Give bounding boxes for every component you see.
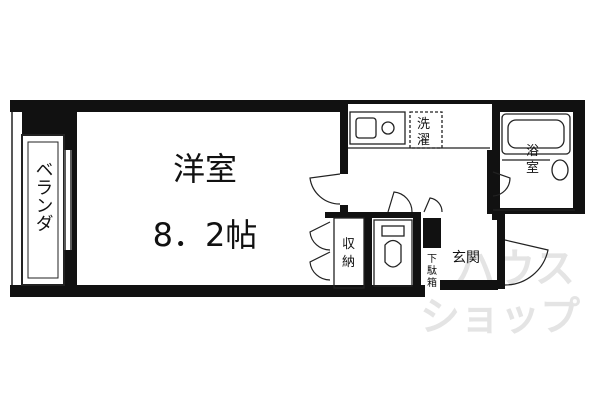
shoebox-label-3: 箱 bbox=[427, 276, 437, 289]
door-bath bbox=[492, 171, 511, 197]
wall-room-right bbox=[340, 104, 348, 174]
storage-label-1: 収 bbox=[342, 237, 355, 252]
wall-top-mid bbox=[345, 100, 495, 104]
balcony-label: ベランダ bbox=[33, 160, 54, 232]
door-room-kitchen bbox=[309, 173, 341, 205]
wall-mid-horizontal bbox=[325, 212, 420, 218]
window-balcony bbox=[64, 150, 72, 250]
bathtub-inner bbox=[507, 119, 565, 149]
shoebox-label-2: 駄 bbox=[427, 264, 437, 277]
kitchen-stove bbox=[381, 121, 395, 135]
kitchen-sink bbox=[355, 117, 377, 139]
balcony-inner bbox=[27, 141, 59, 279]
toilet-room bbox=[373, 219, 413, 287]
wall-storage-right bbox=[364, 215, 372, 290]
entrance-label: 玄関 bbox=[452, 249, 480, 266]
wall-kitchen-right bbox=[487, 150, 493, 210]
storage-closet bbox=[333, 217, 365, 289]
bathroom-label-2: 室 bbox=[526, 160, 539, 176]
toilet bbox=[373, 219, 413, 287]
wall-corner-tl bbox=[22, 110, 67, 135]
door-entrance bbox=[504, 239, 549, 286]
toilet-tank bbox=[381, 225, 405, 237]
wall-bath-left bbox=[492, 100, 500, 220]
main-room-size: 8．2帖 bbox=[153, 216, 258, 254]
toilet-bowl bbox=[384, 239, 402, 268]
interior-walls bbox=[325, 104, 585, 290]
main-room-name: 洋室 bbox=[173, 150, 237, 188]
door-storage-2 bbox=[309, 251, 331, 281]
wall-entrance-right bbox=[497, 214, 505, 289]
shoebox-label-1: 下 bbox=[427, 254, 437, 265]
bath-sink bbox=[551, 159, 569, 181]
laundry-label-1: 洗 bbox=[417, 117, 430, 132]
door-storage-1 bbox=[309, 221, 331, 251]
door-shoebox bbox=[423, 197, 443, 213]
wall-room-right-lower bbox=[340, 205, 348, 215]
wall-entrance-bottom bbox=[440, 280, 498, 290]
washer-space bbox=[409, 111, 443, 149]
storage-label-2: 納 bbox=[342, 255, 355, 270]
kitchen-fixtures bbox=[348, 111, 490, 149]
watermark-line2: ショップ bbox=[420, 294, 580, 340]
shoebox-block bbox=[423, 218, 441, 248]
bathroom-fixtures bbox=[501, 113, 571, 181]
wall-top-right bbox=[495, 100, 585, 112]
wall-bath-bottom bbox=[487, 208, 585, 214]
kitchen-counter bbox=[349, 111, 406, 145]
outer-walls bbox=[10, 100, 585, 297]
wall-top-main bbox=[10, 100, 345, 112]
laundry-label-2: 濯 bbox=[417, 133, 430, 148]
watermark-logo: ハウス ショップ bbox=[420, 246, 580, 340]
door-toilet bbox=[387, 191, 413, 213]
wall-bottom-left bbox=[10, 285, 70, 297]
door-swings bbox=[309, 171, 575, 286]
wall-toilet-right bbox=[413, 212, 421, 290]
bathtub bbox=[501, 113, 571, 155]
wall-right bbox=[573, 100, 585, 210]
bathroom-label-1: 浴 bbox=[526, 144, 539, 159]
